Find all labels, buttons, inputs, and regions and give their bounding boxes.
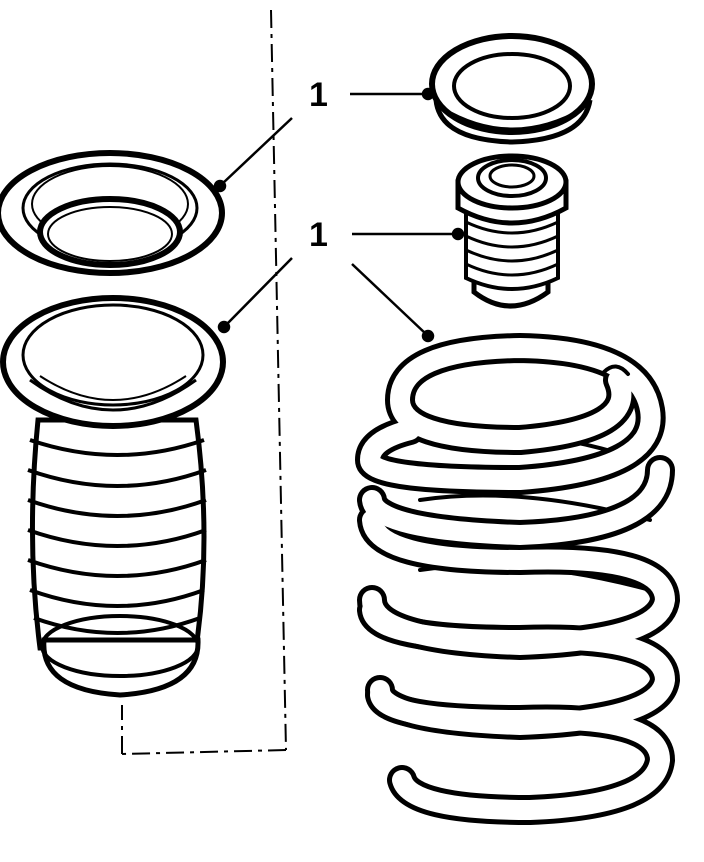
- protective-boot: [0, 295, 226, 698]
- upper-spring-seat: [429, 33, 595, 145]
- assembly-centerline: [121, 9, 287, 755]
- callout-number-top: 1: [309, 76, 328, 114]
- coil-end-cap: [602, 364, 630, 376]
- lower-mount-ring: [0, 150, 225, 276]
- bump-stop: [455, 153, 569, 309]
- callout-number-middle: 1: [309, 216, 328, 254]
- leader-lines: [213, 87, 465, 343]
- coil-spring: [354, 332, 681, 826]
